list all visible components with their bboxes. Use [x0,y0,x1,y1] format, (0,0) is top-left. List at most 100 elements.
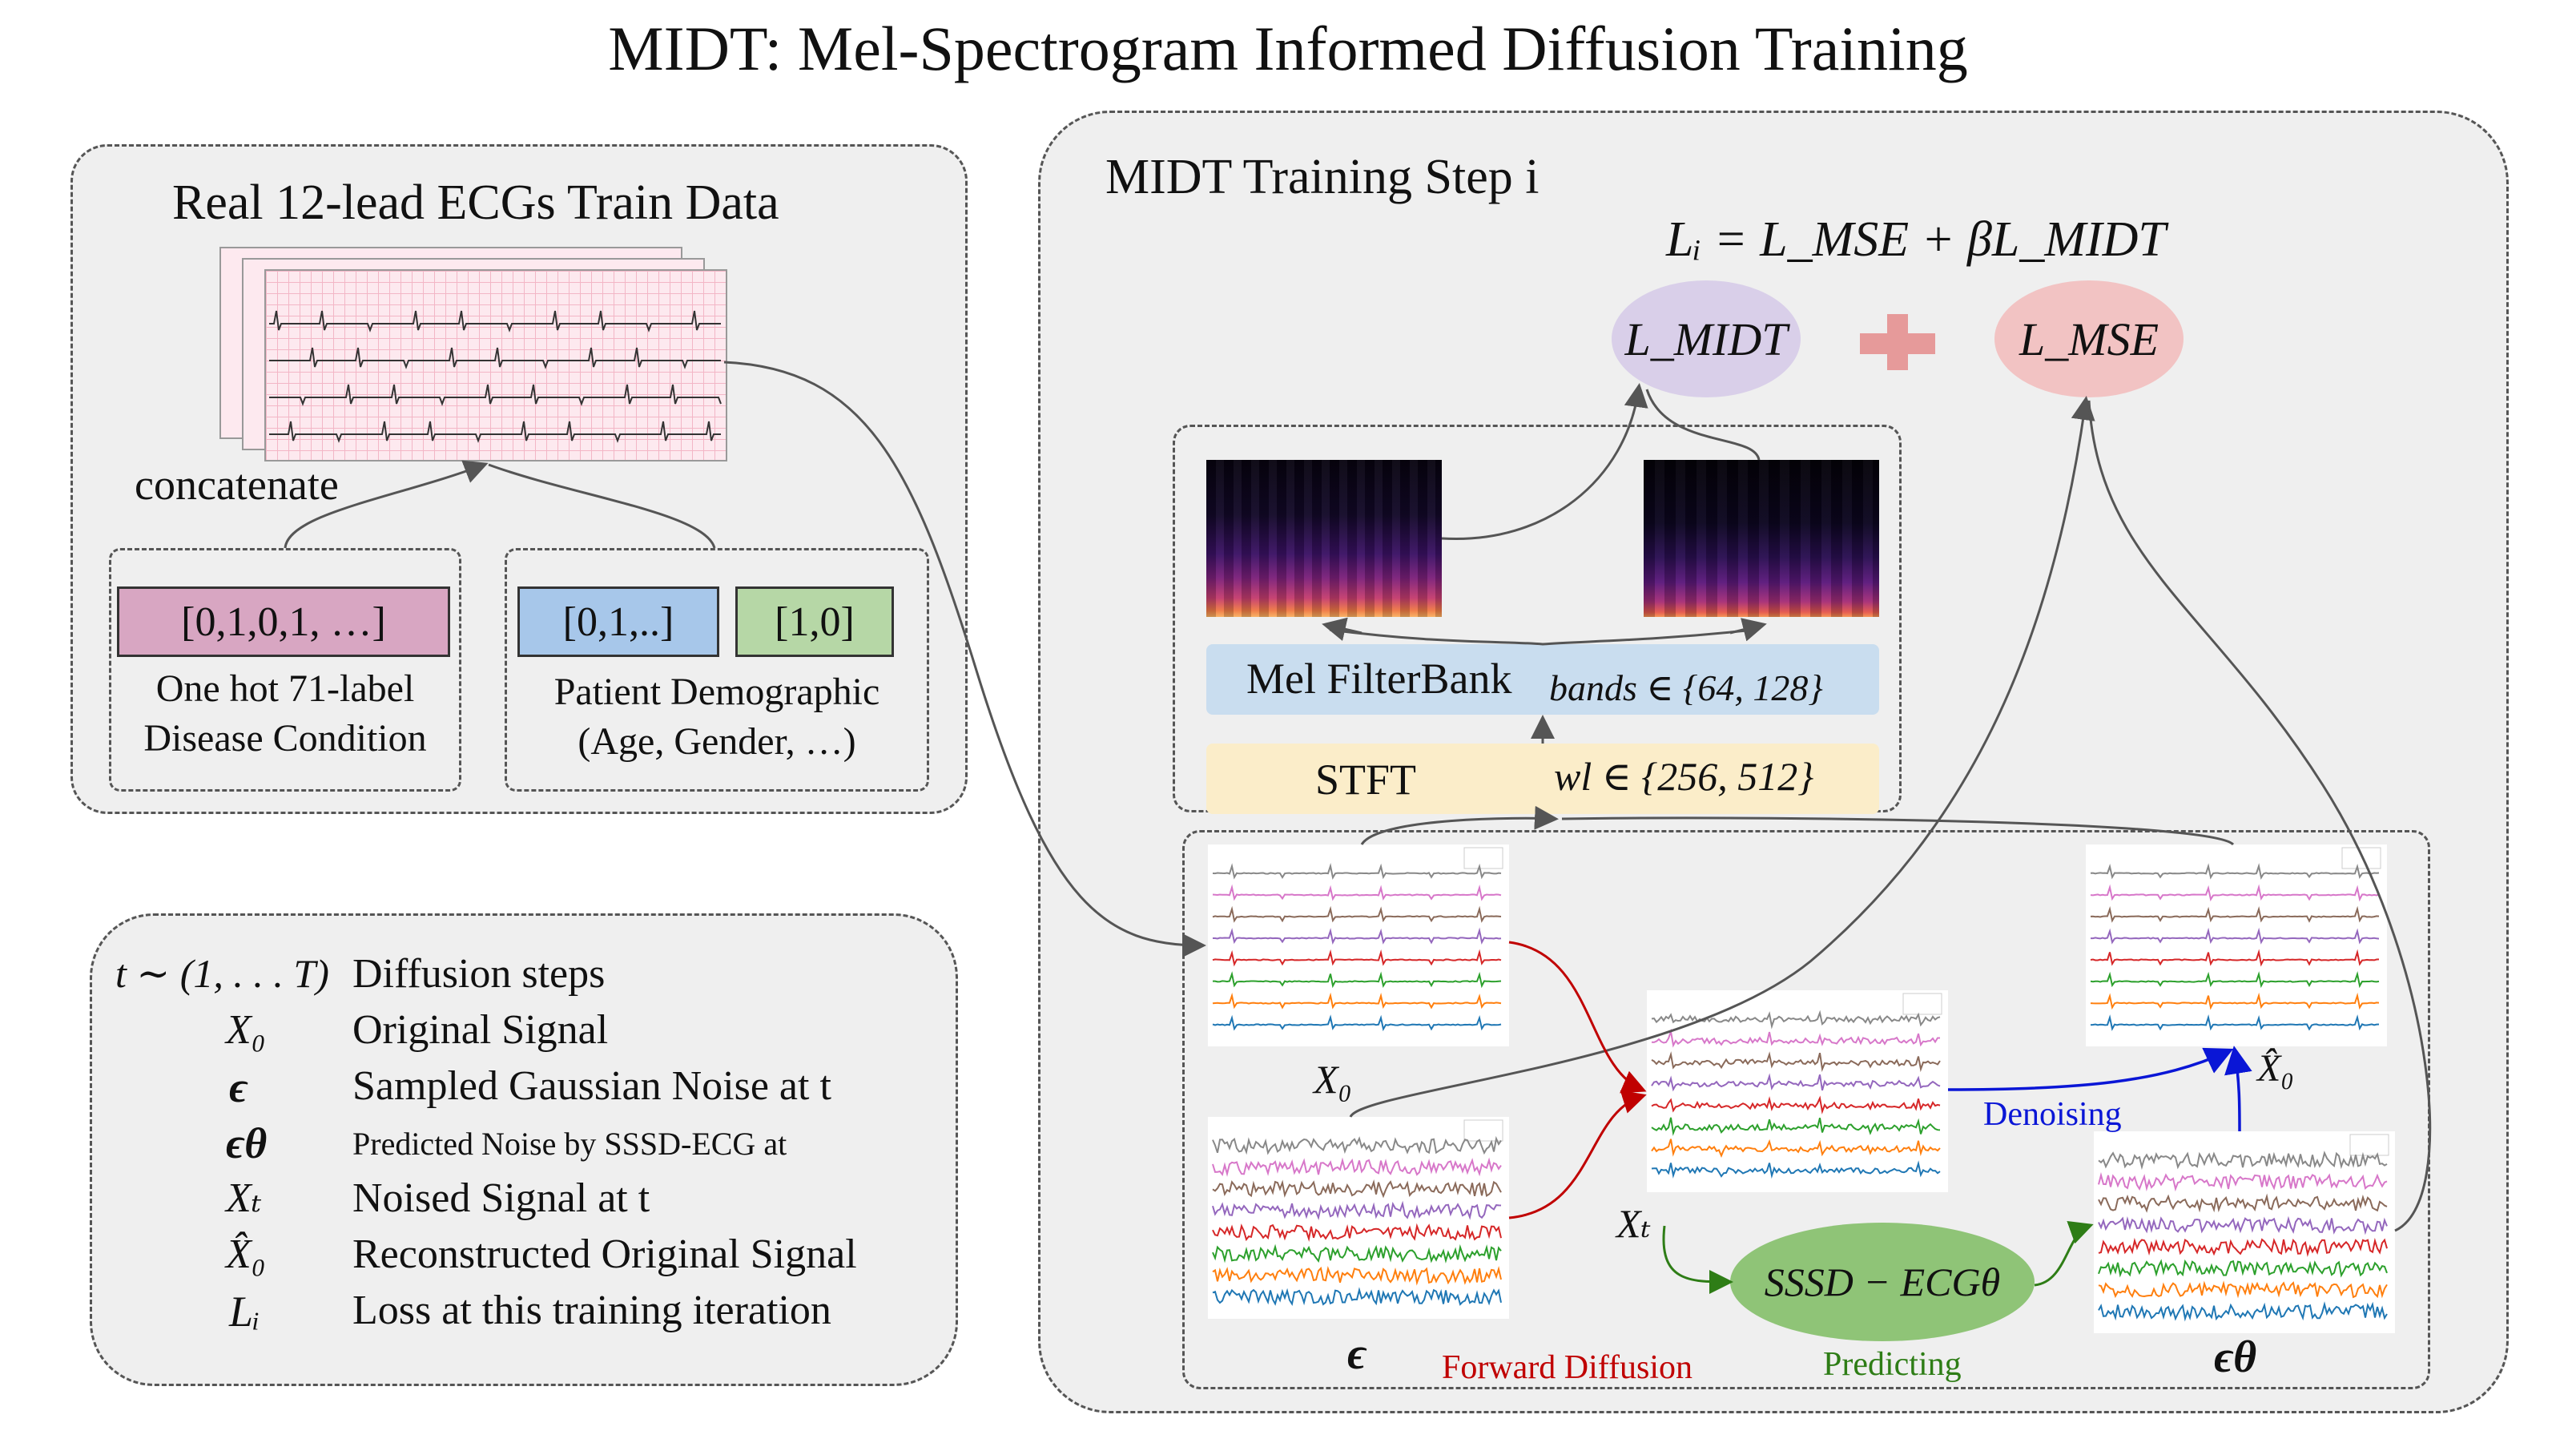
ecg-lead-trace [2098,1280,2388,1299]
mel-spectrogram-real [1206,460,1442,617]
ecg-lead-trace [1651,1139,1941,1158]
demographic-vector-a: [0,1,..] [517,586,719,657]
legend-symbol-xt: Xₜ [226,1175,262,1221]
mini-legend [2349,1134,2389,1156]
disease-subpanel [109,548,461,792]
demographic-caption-line-1: Patient Demographic [553,671,880,713]
ecg-lead-trace [2098,1301,2388,1322]
training-step-heading: MIDT Training Step i [1105,150,1540,204]
ecg-lead-trace [2090,992,2380,1010]
ecg-lead-trace [1651,1117,1941,1136]
legend-panel [90,913,958,1386]
loss-formula: Lᵢ = L_MSE + βL_MIDT [1666,212,2166,267]
plus-icon [1860,314,1935,370]
mini-legend [1463,1119,1503,1142]
ecg-lead-trace [2098,1215,2388,1235]
denoising-label: Denoising [1983,1096,2122,1133]
ecg-lead-trace [1212,1135,1502,1155]
epsilon-theta-ecg-plot [2094,1131,2395,1333]
forward-diffusion-label: Forward Diffusion [1442,1349,1693,1386]
ecg-lead-trace [1651,1051,1941,1073]
loss-midt-ellipse: L_MIDT [1612,280,1801,397]
epsilon-label: ϵ [1347,1329,1367,1379]
ecg-lead-trace [2098,1171,2388,1192]
ecg-lead-trace [1212,1265,1502,1286]
ecg-lead-trace [1212,992,1502,1010]
ecg-lead-trace [2091,927,2380,945]
ecg-lead-trace [1212,1014,1502,1032]
ecg-lead-trace [2098,1237,2388,1257]
legend-symbol-loss: Lᵢ [229,1288,260,1336]
x0-ecg-traces [1212,847,1503,1032]
xhat-ecg-traces [2090,847,2381,1031]
ecg-lead-trace [1212,949,1502,967]
legend-text-xt: Noised Signal at t [352,1175,650,1221]
ecg-lead-trace [1212,1287,1502,1307]
xt-ecg-plot [1647,990,1948,1192]
ecg-lead-trace [2090,905,2380,923]
ecg-lead-trace [1213,971,1502,989]
ecg-lead-trace [1212,905,1502,923]
legend-text-epsilon: Sampled Gaussian Noise at t [352,1063,831,1109]
ecg-lead-trace [1212,1223,1502,1242]
ecg-lead-trace [1651,1028,1940,1048]
page-title: MIDT: Mel-Spectrogram Informed Diffusion… [608,14,1968,83]
ecg-lead-trace [1651,1160,1941,1179]
xhat-ecg-plot [2086,844,2387,1046]
ecg-lead-trace [2090,949,2380,967]
predicting-label: Predicting [1823,1346,1962,1383]
disease-vector-box: [0,1,0,1, …] [117,586,450,657]
ecg-lead-trace [2090,1014,2380,1031]
legend-symbol-x0: X₀ [226,1007,266,1053]
legend-text-loss: Loss at this training iteration [352,1288,831,1333]
ecg-lead-trace [2090,863,2380,880]
legend-symbol-t: t ∼ (1, . . . T) [115,951,329,996]
legend-text-t: Diffusion steps [352,951,606,997]
ecg-lead-trace [1212,1157,1502,1177]
ecg-lead-trace [1212,1179,1502,1199]
xhat-label: X̂₀ [2257,1047,2295,1090]
sssd-ecg-model-ellipse: SSSD − ECGθ [1730,1223,2035,1341]
ecg-lead-trace [1213,927,1502,945]
epsilon-theta-ecg-traces [2098,1134,2389,1322]
disease-caption-line-1: One hot 71-label [155,667,415,710]
legend-text-xhat: Reconstructed Original Signal [352,1231,857,1277]
x0-label: X₀ [1314,1057,1352,1102]
mini-legend [2341,847,2381,869]
ecg-paper-traces [269,310,722,443]
loss-mse-ellipse: L_MSE [1994,280,2184,397]
epsilon-theta-label: ϵθ [2214,1332,2257,1382]
legend-symbol-epsilon: ϵ [229,1063,248,1111]
ecg-lead-trace [1651,1073,1941,1092]
xt-ecg-traces [1651,993,1942,1179]
mini-legend [1902,993,1942,1015]
train-data-heading: Real 12-lead ECGs Train Data [172,175,779,230]
mini-legend [1463,847,1503,869]
ecg-lead-trace [1212,863,1502,881]
mel-filterbank-param: bands ∈ {64, 128} [1549,667,1823,708]
mel-spectrogram-reconstructed [1644,460,1879,617]
ecg-paper-front [264,269,727,461]
legend-text-epsilon-theta: Predicted Noise by SSSD-ECG at [352,1126,787,1162]
epsilon-ecg-plot [1208,1117,1509,1319]
demographic-vector-b: [1,0] [735,586,894,657]
ecg-lead-trace [1212,1243,1502,1264]
ecg-lead-trace [2090,884,2380,902]
mel-filterbank-label: Mel FilterBank [1246,655,1512,703]
disease-caption-line-2: Disease Condition [143,717,427,760]
xt-label: Xₜ [1616,1201,1651,1246]
ecg-lead-trace [2090,970,2380,989]
stft-param: wl ∈ {256, 512} [1554,754,1814,799]
ecg-lead-trace [1651,1010,1941,1030]
ecg-lead-trace [2098,1259,2388,1278]
x0-ecg-plot [1208,844,1509,1046]
stft-label: STFT [1315,756,1417,804]
ecg-lead-trace [1651,1095,1941,1114]
demographic-caption-line-2: (Age, Gender, …) [578,720,856,763]
concatenate-label: concatenate [135,461,339,509]
legend-symbol-xhat: X̂₀ [226,1231,266,1277]
epsilon-ecg-traces [1212,1119,1503,1307]
legend-symbol-epsilon-theta: ϵθ [226,1119,268,1167]
legend-text-x0: Original Signal [352,1007,609,1053]
ecg-paper-stack [219,247,727,461]
